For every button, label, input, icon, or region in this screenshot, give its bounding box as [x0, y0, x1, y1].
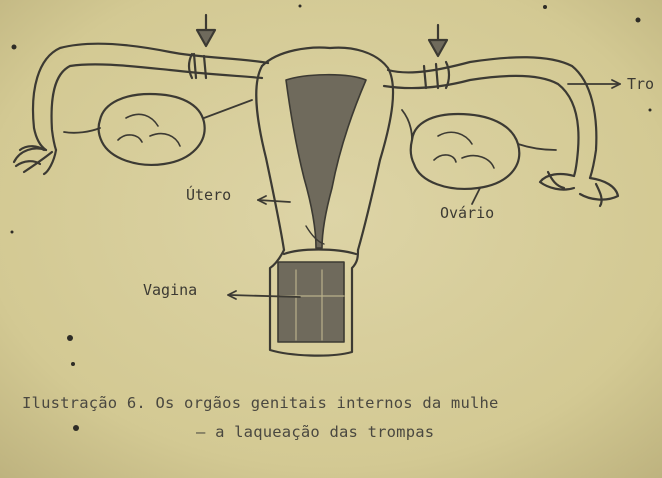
label-ovario: Ovário — [440, 204, 494, 222]
caption-line-1: Ilustração 6. Os orgãos genitais interno… — [22, 394, 499, 412]
label-trompa: Tro — [627, 75, 654, 93]
vagina — [270, 250, 358, 356]
caption-line-2: – a laqueação das trompas — [196, 423, 434, 441]
label-vagina: Vagina — [143, 281, 197, 299]
label-utero: Útero — [186, 186, 231, 204]
